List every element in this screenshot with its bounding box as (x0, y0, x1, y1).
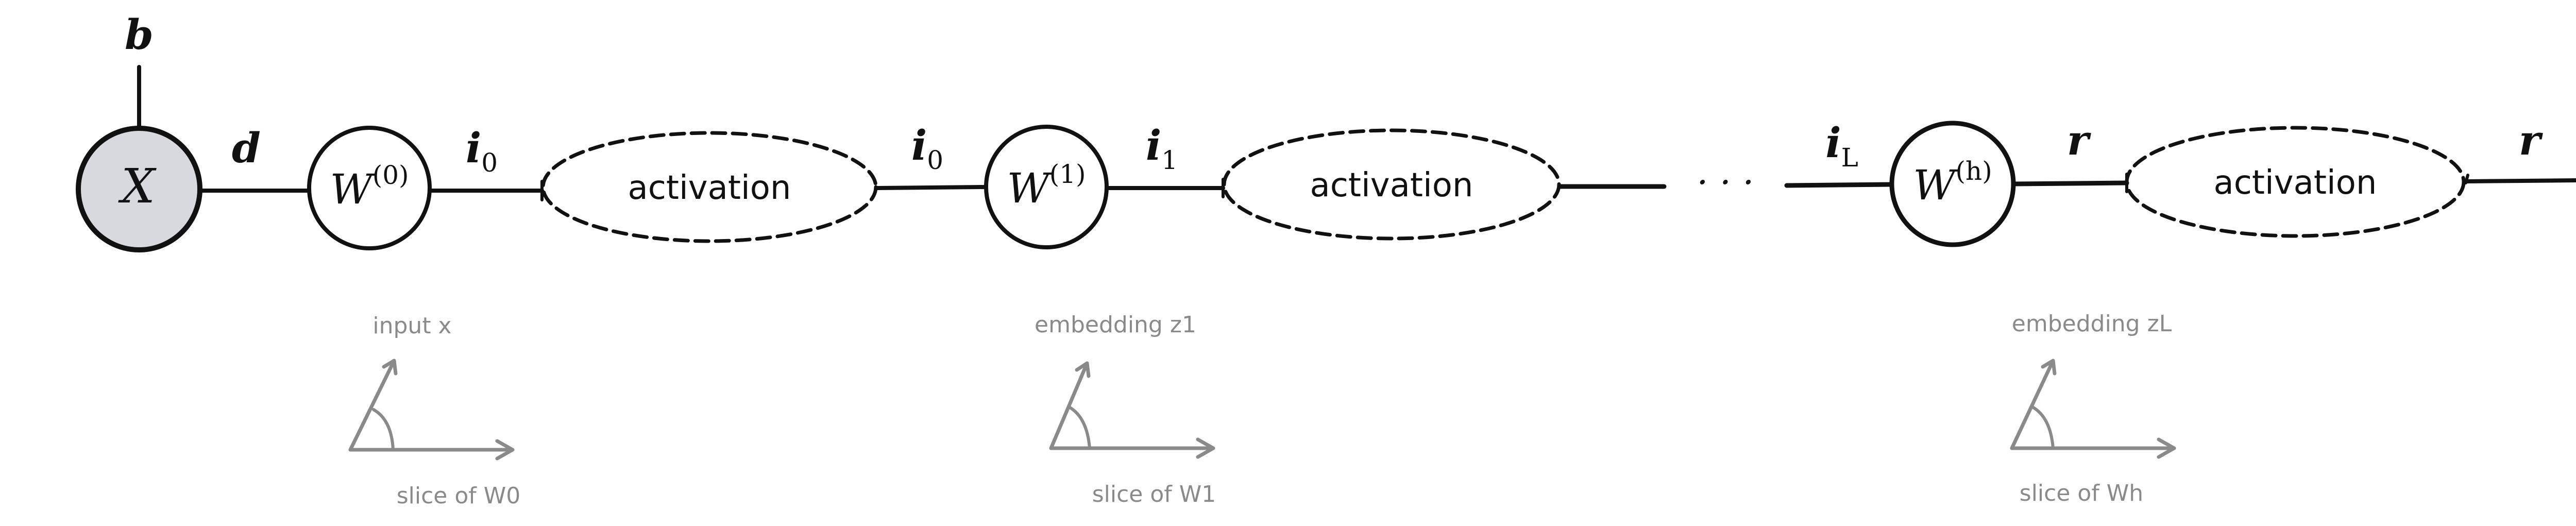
angle-sketch-1: embedding z1 slice of W1 (1035, 312, 1216, 507)
angle-sketch-2: embedding zL slice of Wh (2010, 311, 2176, 506)
layer-ellipsis: · · · (1697, 161, 1754, 203)
activation-label-1: activation (1310, 166, 1473, 205)
edge-act0-w1 (875, 185, 987, 190)
weight-node-wh-label: W(h) (1913, 156, 1992, 209)
angle-sketch-0-upper-vector (348, 359, 396, 452)
angle-sketch-2-upper-vector (2010, 359, 2055, 450)
activation-node-1 (1222, 128, 1561, 241)
edge-ellipsis-wh (1784, 182, 1894, 188)
angle-sketch-0-lower-arrowhead (495, 439, 515, 461)
activation-label-2: activation (2214, 164, 2377, 202)
angle-sketch-1-top-label: embedding z1 (1035, 312, 1196, 338)
angle-sketch-2-lower-arrowhead (2157, 437, 2176, 459)
weight-node-w0-label: W(0) (330, 160, 409, 213)
activation-node-2 (2125, 126, 2466, 238)
activation-node-0 (541, 131, 878, 243)
angle-sketch-1-upper-arrowhead (1075, 361, 1091, 378)
activation-label-0: activation (628, 169, 791, 207)
input-node-x (76, 126, 202, 252)
angle-sketch-2-upper-arrowhead (2041, 359, 2057, 376)
angle-sketch-0-bottom-label: slice of W0 (397, 483, 521, 509)
edge-wh-act2 (2012, 180, 2129, 186)
edge-label-i1: i1 (1146, 121, 1178, 175)
edge-label-i0-b: i0 (911, 121, 943, 175)
angle-sketch-0-angle-arc (372, 408, 395, 451)
edge-label-iL: iL (1825, 118, 1858, 173)
edge-label-d: d (232, 124, 261, 172)
angle-sketch-0-upper-arrowhead (382, 359, 398, 376)
edge-label-r-b: r (2519, 116, 2543, 164)
input-node-label: X (118, 159, 157, 214)
angle-sketch-1-bottom-label: slice of W1 (1092, 481, 1216, 507)
weight-node-w1 (984, 125, 1109, 249)
angle-sketch-0: input x slice of W0 (348, 313, 521, 509)
edge-label-i0-a: i0 (466, 124, 498, 178)
edge-label-r-a: r (2067, 116, 2091, 164)
edge-output-r (2466, 178, 2576, 183)
bias-label: b (125, 10, 154, 59)
angle-sketch-0-top-label: input x (372, 313, 451, 339)
angle-sketch-2-top-label: embedding zL (2012, 311, 2172, 337)
angle-sketch-1-angle-arc (1067, 405, 1091, 450)
angle-sketch-2-bottom-label: slice of Wh (2020, 480, 2143, 506)
weight-node-wh (1889, 121, 2016, 247)
angle-sketch-1-lower-arrowhead (1196, 437, 1215, 459)
weight-node-w0 (307, 126, 432, 250)
angle-sketch-2-angle-arc (2031, 405, 2055, 450)
weight-node-w1-label: W(1) (1007, 159, 1086, 212)
